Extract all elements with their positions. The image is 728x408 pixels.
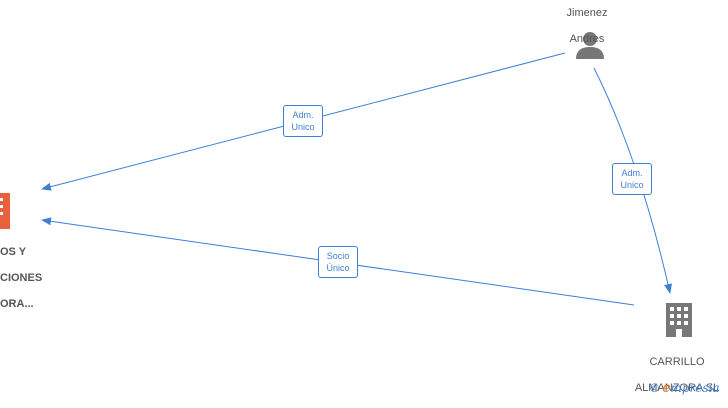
edge-label-line2: Único [326, 263, 350, 273]
building-icon [0, 193, 10, 229]
company-left-line2: CIONES [0, 272, 43, 284]
edge-label-line1: Adm. [621, 168, 643, 178]
copyright-symbol: © [650, 381, 659, 395]
node-label-company-right[interactable]: CARRILLO ALMANZORA SL [627, 343, 727, 408]
edge-label-line1: Adm. [292, 110, 314, 120]
company-right-line1: CARRILLO [649, 356, 705, 368]
building-icon [666, 303, 692, 337]
node-label-company-left[interactable]: OS Y CIONES ORA... [0, 233, 42, 324]
company-right-line2: ALMANZORA SL [634, 382, 720, 394]
person-name-line1: Jimenez [566, 7, 608, 19]
person-name-line2: Andres [569, 33, 605, 45]
company-left-line3: ORA... [0, 298, 34, 310]
edge-label-person-to-left: Adm. Unico [283, 105, 323, 137]
edge-label-line1: Socio [326, 251, 350, 261]
brand-logo: © empresia [650, 380, 720, 396]
node-label-person[interactable]: Jimenez Andres [560, 0, 614, 59]
person-icon [576, 32, 604, 59]
company-left-line1: OS Y [0, 246, 27, 258]
brand-e: e [662, 380, 671, 396]
brand-rest: mpresia [670, 381, 720, 395]
edge-label-line2: Unico [620, 180, 644, 190]
edge-label-right-to-left: Socio Único [318, 246, 358, 278]
edge-label-line2: Unico [291, 122, 315, 132]
edge-label-person-to-right: Adm. Unico [612, 163, 652, 195]
